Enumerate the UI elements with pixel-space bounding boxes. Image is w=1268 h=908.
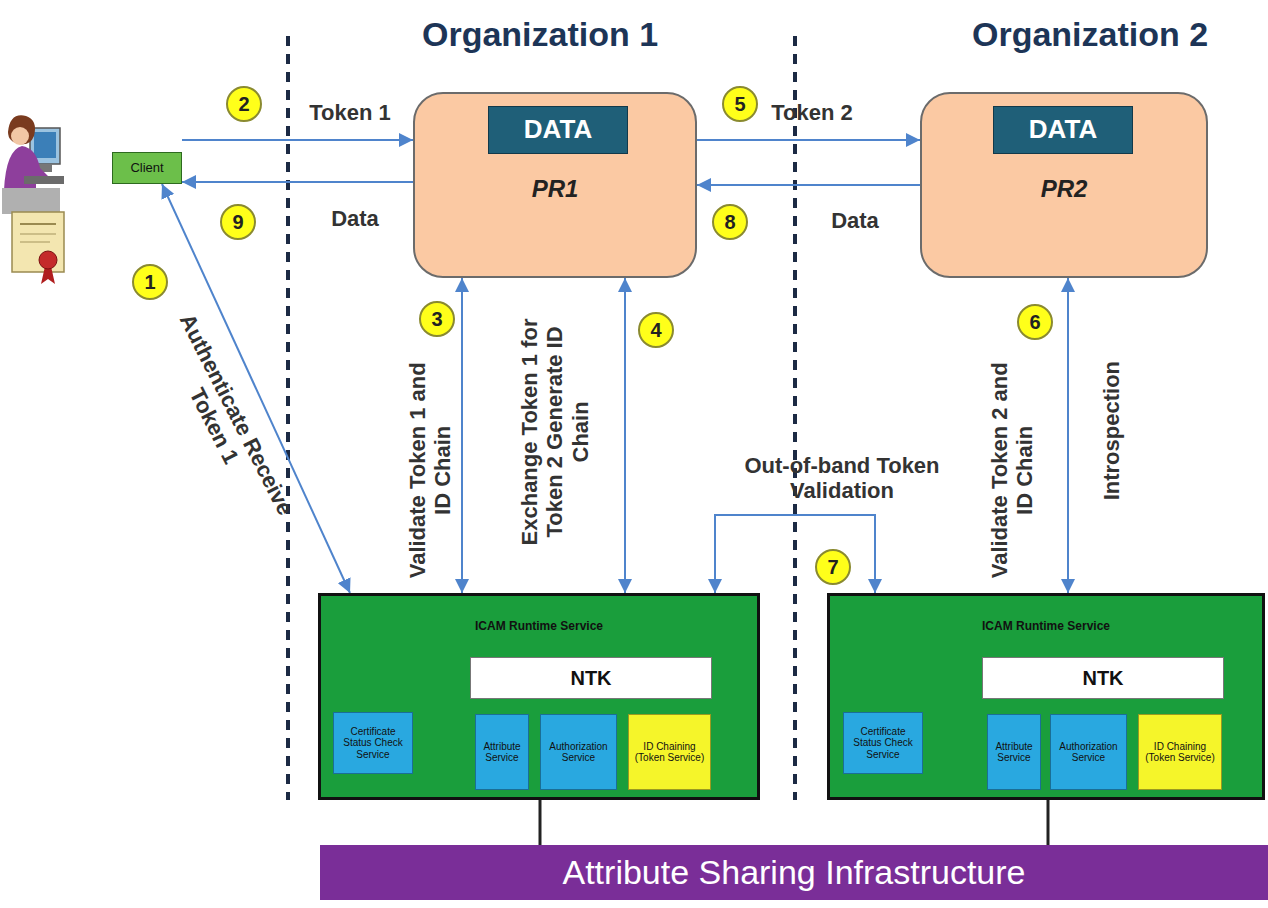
ntk-box: NTK — [982, 657, 1224, 699]
callout-number: 5 — [722, 86, 758, 122]
organization-heading: Organization 2 — [972, 15, 1208, 54]
node-text: Certificate Status Check Service — [847, 726, 919, 760]
flow-label: Out-of-band Token Validation — [727, 453, 957, 504]
flow-arrow — [182, 181, 413, 183]
flow-arrow — [182, 139, 413, 141]
node-text: Authorization Service — [544, 741, 613, 763]
flow-arrow — [697, 139, 920, 141]
service-box: Attribute Service — [987, 714, 1041, 790]
service-box: Certificate Status Check Service — [843, 712, 923, 774]
service-box: Certificate Status Check Service — [333, 712, 413, 774]
service-box: Authorization Service — [540, 714, 617, 790]
infrastructure-band: Attribute Sharing Infrastructure — [320, 845, 1268, 900]
node-text: Client — [130, 161, 163, 176]
ntk-box: NTK — [470, 657, 712, 699]
node-text: Attribute Service — [991, 741, 1037, 763]
flow-arrow — [697, 184, 920, 186]
callout-number: 3 — [419, 301, 455, 337]
flow-label: Authenticate Receive Token 1 — [150, 306, 299, 534]
node-text: ICAM Runtime Service — [321, 620, 757, 633]
organization-divider — [793, 36, 797, 800]
flow-arrow — [1067, 278, 1069, 593]
client-box: Client — [112, 152, 182, 184]
callout-number: 8 — [712, 204, 748, 240]
data-box: DATA — [488, 106, 628, 154]
flow-label: Data — [795, 208, 915, 233]
flow-label: Introspection — [1099, 330, 1124, 530]
node-text: PR1 — [415, 176, 695, 203]
runtime-service-box: ICAM Runtime ServiceNTK Certificate Statu… — [827, 593, 1265, 800]
infrastructure-link — [539, 800, 542, 845]
node-text: ID Chaining (Token Service) — [632, 741, 707, 763]
service-box: Authorization Service — [1050, 714, 1127, 790]
certificate-icon — [12, 212, 64, 284]
flow-label: Token 1 — [280, 100, 420, 125]
resource-box: PR1 DATA — [413, 92, 697, 278]
flow-arrow — [715, 515, 875, 593]
node-text: Authorization Service — [1054, 741, 1123, 763]
node-text: ID Chaining (Token Service) — [1142, 741, 1218, 763]
node-text: DATA — [1029, 115, 1097, 144]
callout-number: 4 — [638, 312, 674, 348]
user-icon — [2, 115, 64, 214]
node-text: Certificate Status Check Service — [337, 726, 409, 760]
token-service-box: ID Chaining (Token Service) — [1138, 714, 1222, 790]
service-box: Attribute Service — [475, 714, 529, 790]
organization-heading: Organization 1 — [422, 15, 658, 54]
flow-label: Data — [295, 206, 415, 231]
runtime-service-box: ICAM Runtime ServiceNTK Certificate Statu… — [318, 593, 760, 800]
token-service-box: ID Chaining (Token Service) — [628, 714, 711, 790]
flow-label: Token 2 — [742, 100, 882, 125]
organization-divider — [286, 36, 290, 800]
resource-box: PR2 DATA — [920, 92, 1208, 278]
callout-number: 7 — [815, 549, 851, 585]
callout-number: 2 — [226, 86, 262, 122]
flow-arrow — [461, 278, 463, 593]
callout-number: 1 — [132, 264, 168, 300]
node-text: NTK — [570, 667, 611, 689]
callout-number: 9 — [220, 204, 256, 240]
infrastructure-link — [1047, 800, 1050, 845]
data-box: DATA — [993, 106, 1133, 154]
node-text: Attribute Service — [479, 741, 525, 763]
flow-label: Exchange Token 1 for Token 2 Generate ID… — [517, 297, 593, 567]
node-text: DATA — [524, 115, 592, 144]
flow-label: Validate Token 2 and ID Chain — [987, 355, 1038, 585]
flow-arrow — [624, 278, 626, 593]
node-text: Attribute Sharing Infrastructure — [562, 853, 1025, 891]
node-text: PR2 — [922, 176, 1206, 203]
node-text: NTK — [1082, 667, 1123, 689]
callout-number: 6 — [1017, 304, 1053, 340]
flow-label: Validate Token 1 and ID Chain — [405, 355, 456, 585]
node-text: ICAM Runtime Service — [830, 620, 1262, 633]
